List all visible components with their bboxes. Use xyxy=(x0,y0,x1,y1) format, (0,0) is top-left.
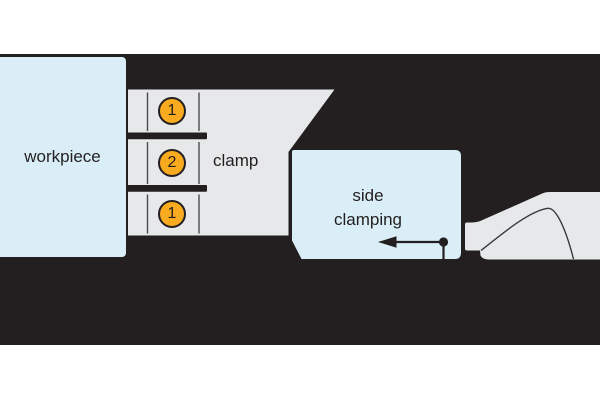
marker-badge-2: 2 xyxy=(158,149,186,177)
arrow-head-icon xyxy=(378,236,397,248)
clamp-shape xyxy=(127,89,335,236)
clamp-guide-lines xyxy=(146,92,200,234)
side-clamping-label-line2: clamping xyxy=(333,210,403,229)
clamp-label: clamp xyxy=(213,151,259,170)
workpiece-label: workpiece xyxy=(24,147,101,166)
side-clamping-label-line1: side xyxy=(352,186,384,205)
marker-badge-3: 1 xyxy=(158,200,186,228)
workpiece-box xyxy=(0,55,128,259)
marker-badge-1: 1 xyxy=(158,97,186,125)
side-clamping-label: side clamping xyxy=(288,184,448,232)
cam-profile-curve xyxy=(480,207,575,260)
separator-bar-top xyxy=(124,132,207,140)
arrow-pivot-dot xyxy=(438,237,449,247)
clamping-direction-arrow xyxy=(378,236,449,259)
cam-lever-shape xyxy=(465,192,600,260)
side-clamping-box xyxy=(292,150,461,259)
separator-bar-bottom xyxy=(124,185,207,192)
